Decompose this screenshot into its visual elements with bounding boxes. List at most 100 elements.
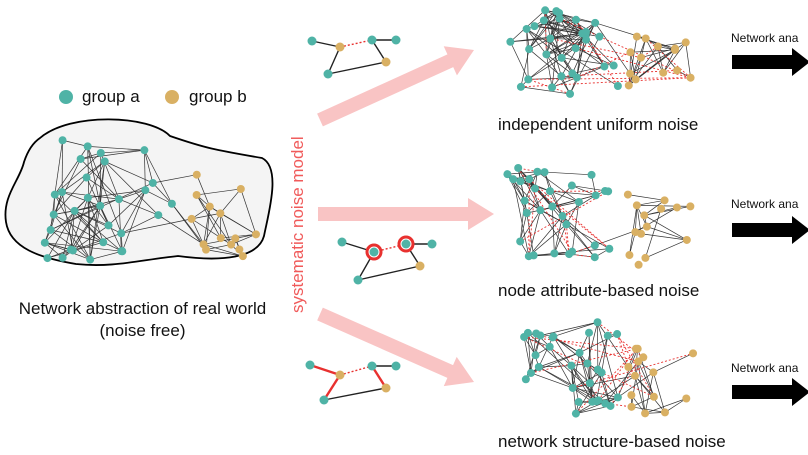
motif-edge [309,363,341,377]
edge [121,218,192,234]
node-group-b [187,214,196,223]
motif-edge [327,61,387,75]
uniform-noise-network [506,6,695,98]
node-group-a [506,37,515,46]
edge [191,213,221,220]
motif-node-a [401,239,411,249]
node-group-a [522,24,531,33]
node-group-a [148,178,157,187]
noise-edge [561,69,678,77]
node-group-b [673,66,682,75]
edge [544,171,592,176]
node-group-a [595,32,604,41]
node-group-b [630,371,639,380]
motif-edge [323,387,387,401]
motif-node-b [381,383,391,393]
node-group-a [96,201,105,210]
edge [526,28,547,55]
edge [100,149,145,154]
edge [144,149,173,204]
edge [617,348,639,398]
node-group-a [525,175,534,184]
node-group-b [631,75,640,84]
edge [54,194,104,243]
motif-node-b [415,261,425,271]
edge [640,48,676,58]
node-group-b [682,394,691,403]
edge [50,191,63,230]
pink-arrow-shape [317,46,475,127]
edge [540,321,598,336]
edge [572,22,596,74]
node-group-b [659,68,668,77]
edge [549,190,596,196]
edge [601,335,609,373]
node-group-a [587,170,596,179]
edge [645,239,687,259]
edge [118,189,146,200]
edge [152,182,173,204]
node-group-a [609,61,618,70]
node-group-b [216,209,225,218]
node-group-b [227,240,236,249]
analysis-arrow-2 [732,216,808,244]
edge [526,190,551,214]
edge [203,244,243,257]
edge [230,234,257,245]
edge [220,213,257,235]
node-group-a [46,225,55,234]
node-group-a [503,170,512,179]
node-group-b [626,69,635,78]
node-group-a [40,238,49,247]
edge [571,185,596,196]
node-group-b [632,201,641,210]
node-group-b [236,184,245,193]
node-group-a [49,210,58,219]
node-group-b [689,349,698,358]
edge [629,49,676,74]
edge [549,346,574,389]
node-group-b [205,202,214,211]
edge [653,372,666,413]
attribute-noise-network [503,163,695,269]
edge [74,210,122,234]
edge [587,322,598,364]
node-group-a [593,318,602,327]
node-group-a [522,209,531,218]
motif-node-b [335,42,345,52]
node-group-a [534,362,543,371]
edge [537,171,580,203]
edge [54,152,102,195]
edge [644,215,687,241]
node-group-a [541,6,550,15]
edge [546,11,557,55]
edge [118,199,122,252]
source-caption-line1: Network abstraction of real world [18,299,267,318]
node-group-a [100,157,109,166]
node-group-a [114,195,123,204]
edge [89,161,106,260]
node-group-a [568,383,577,392]
node-group-a [593,365,602,374]
edge [205,244,232,250]
node-group-b [625,251,634,260]
edge [171,203,204,245]
edge [104,161,159,216]
edge [635,207,678,233]
node-group-a [526,368,535,377]
edge [203,213,221,245]
node-group-a [140,146,149,155]
edge [634,205,638,233]
node-group-a [542,50,551,59]
node-group-a [58,253,67,262]
noise-edge [550,38,642,59]
noise-edge [528,78,571,95]
motif-edge [357,265,421,281]
pink-arrow-shape [317,307,474,387]
edge [54,146,88,195]
edge [576,66,605,78]
edge [144,150,154,184]
edge [546,39,587,55]
edge [240,188,257,235]
